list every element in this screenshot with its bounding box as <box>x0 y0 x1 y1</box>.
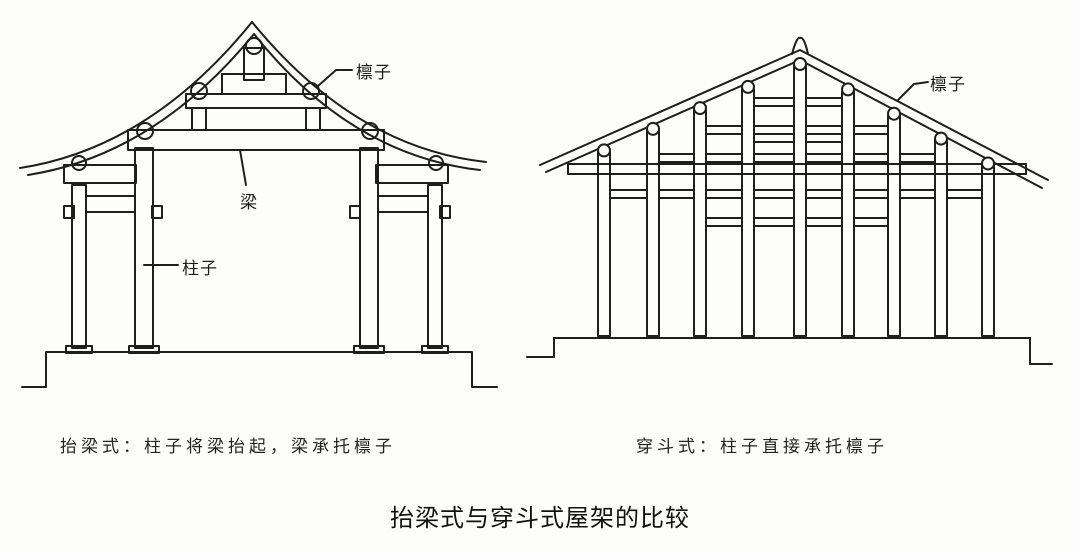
left-column-base <box>65 345 93 354</box>
left-eave-tie-left <box>63 164 137 184</box>
left-strut <box>305 107 321 131</box>
left-purlin <box>361 122 379 140</box>
right-purlin <box>887 106 901 121</box>
right-foundation <box>526 337 1053 365</box>
left-tie-stub <box>439 205 451 219</box>
right-purlin <box>934 131 948 146</box>
left-queen-post-base <box>221 73 287 95</box>
right-purlin <box>646 121 660 136</box>
left-purlin <box>428 155 444 171</box>
right-column <box>934 139 948 337</box>
right-purlin-leader <box>897 81 929 101</box>
left-outer-column-right <box>427 184 443 349</box>
left-inner-column-left <box>134 147 154 349</box>
left-eave-tie-right <box>375 164 449 184</box>
left-strut <box>191 107 207 131</box>
left-beam-leader <box>239 149 247 186</box>
right-purlin <box>597 143 611 158</box>
chuandou-frame-drawing <box>526 36 1053 365</box>
right-column <box>887 114 901 337</box>
left-beam-label: 梁 <box>240 193 258 213</box>
left-queen-post <box>243 47 265 81</box>
right-eave-tie <box>567 163 1027 175</box>
right-purlin <box>981 156 995 171</box>
left-roof-inner-left <box>27 33 255 176</box>
tailiang-frame-drawing <box>19 21 498 388</box>
left-column-base <box>353 345 385 354</box>
right-caption: 穿斗式：柱子直接承托檩子 <box>636 437 888 457</box>
left-roof-outer-right <box>251 21 487 163</box>
right-purlin <box>693 101 707 116</box>
left-tie-stub <box>63 205 75 219</box>
right-column <box>793 65 807 337</box>
left-column-base <box>421 345 449 354</box>
left-outer-column-left <box>71 184 87 349</box>
left-main-beam <box>127 129 385 151</box>
left-caption: 抬梁式：柱子将梁抬起，梁承托檩子 <box>60 437 396 457</box>
left-purlin-leader <box>317 69 353 87</box>
right-column <box>981 164 995 337</box>
right-column <box>693 109 707 338</box>
right-column <box>597 151 611 337</box>
left-column-label: 柱子 <box>182 259 218 279</box>
left-foundation <box>21 351 498 388</box>
left-purlin <box>302 82 320 100</box>
left-column-base <box>128 345 160 354</box>
left-tie-stub <box>349 205 361 219</box>
right-roof-outer <box>539 49 1049 181</box>
left-tie-stub <box>151 205 163 219</box>
left-roof-outer-left <box>19 21 253 169</box>
left-purlin <box>71 155 87 171</box>
right-column <box>646 129 660 337</box>
right-column <box>741 87 755 337</box>
right-purlin <box>741 79 755 94</box>
left-purlin-label: 檩子 <box>356 63 392 83</box>
right-purlin <box>841 82 855 97</box>
right-purlin <box>793 57 807 71</box>
left-inner-column-right <box>359 147 379 349</box>
left-purlin <box>136 122 154 140</box>
left-purlin <box>245 37 263 55</box>
right-ridge-finial <box>791 36 809 55</box>
right-purlin-label: 檩子 <box>930 75 966 95</box>
figure-title: 抬梁式与穿斗式屋架的比较 <box>390 504 690 532</box>
right-column <box>841 90 855 337</box>
left-purlin <box>190 82 208 100</box>
